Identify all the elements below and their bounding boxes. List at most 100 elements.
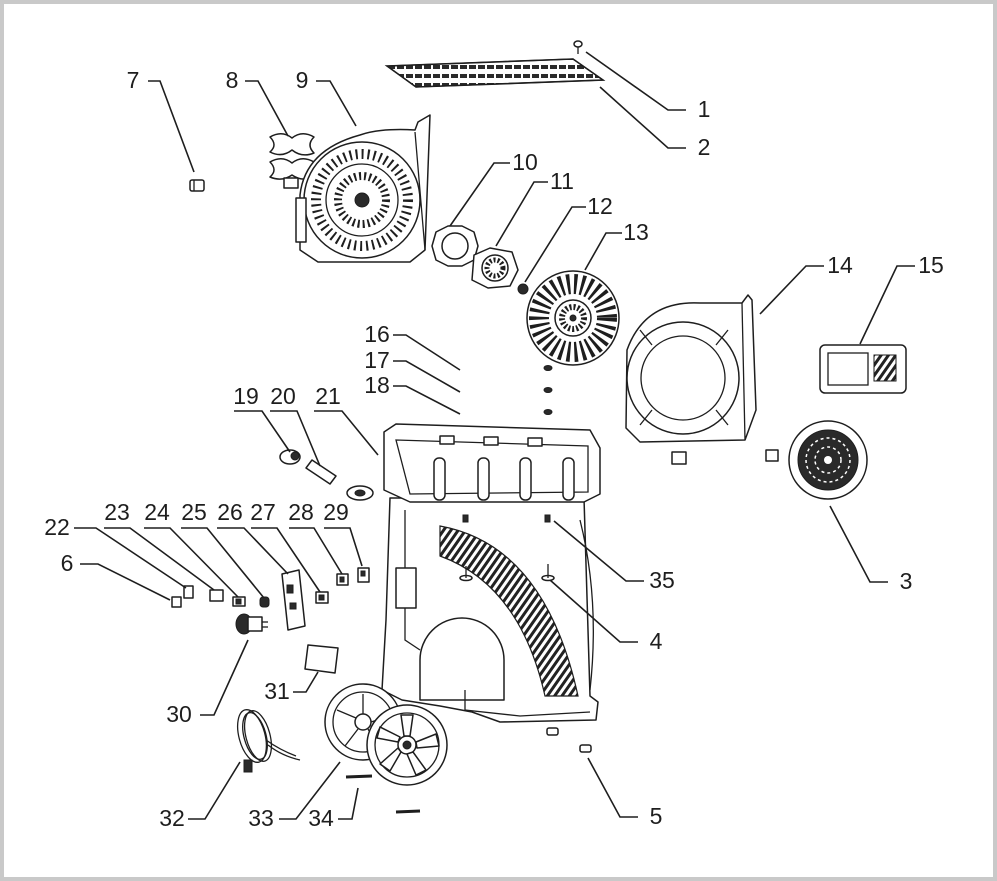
callout-29: 29 [323, 499, 349, 525]
callout-5: 5 [650, 803, 663, 829]
part-12-nut [517, 283, 529, 295]
callout-15: 15 [918, 252, 944, 278]
leader-line-13 [584, 232, 622, 271]
callout-2: 2 [698, 134, 711, 160]
part-7-clip [189, 179, 205, 192]
callout-34: 34 [308, 805, 334, 831]
callout-labels: 1 2 3 4 5 6 7 8 9 10 11 12 13 14 15 16 1… [44, 67, 944, 831]
leader-line-10 [449, 162, 510, 227]
callout-35: 35 [649, 567, 675, 593]
callout-10: 10 [512, 149, 538, 175]
leader-lines [74, 51, 915, 820]
leader-line-21 [314, 410, 379, 456]
grommet [346, 485, 374, 501]
leader-line-3 [829, 505, 888, 583]
part-20-tube [305, 459, 337, 485]
leader-line-7 [148, 80, 195, 173]
leader-line-32 [188, 761, 241, 820]
part-35-pin [462, 514, 551, 523]
callout-26: 26 [217, 499, 243, 525]
callout-31: 31 [264, 678, 290, 704]
callout-4: 4 [650, 628, 663, 654]
callout-17: 17 [364, 347, 390, 373]
leader-line-31 [293, 671, 319, 693]
callout-14: 14 [827, 252, 853, 278]
callout-23: 23 [104, 499, 130, 525]
part-9-blower-housing [295, 114, 431, 263]
leader-line-20 [270, 410, 321, 467]
callout-33: 33 [248, 805, 274, 831]
callout-27: 27 [250, 499, 276, 525]
leader-line-33 [279, 761, 341, 820]
part-27-connector [315, 591, 329, 604]
leader-line-30 [200, 639, 249, 716]
part-11-motor [471, 247, 519, 289]
part-29-connector [357, 567, 370, 583]
callout-19: 19 [233, 383, 259, 409]
leader-line-23 [104, 527, 215, 591]
leader-line-28 [289, 527, 343, 575]
callout-22: 22 [44, 514, 70, 540]
callout-13: 13 [623, 219, 649, 245]
callout-32: 32 [159, 805, 185, 831]
leader-line-17 [393, 360, 461, 393]
leader-line-8 [245, 80, 289, 137]
callout-8: 8 [226, 67, 239, 93]
callout-1: 1 [698, 96, 711, 122]
part-16-17-18-fasteners [543, 365, 553, 415]
callout-11: 11 [550, 168, 574, 194]
part-15-control-board [819, 344, 907, 394]
leader-line-14 [759, 265, 824, 315]
callout-25: 25 [181, 499, 207, 525]
callout-30: 30 [166, 701, 192, 727]
leader-line-1 [585, 51, 686, 111]
part-21-main-body [381, 423, 601, 723]
leader-line-18 [393, 385, 461, 415]
leader-line-22 [74, 527, 187, 589]
part-34-axle [345, 774, 421, 814]
callout-3: 3 [900, 568, 913, 594]
leader-line-25 [181, 527, 265, 599]
part-10-ring [431, 225, 479, 267]
part-25-knob [259, 596, 270, 608]
callout-16: 16 [364, 321, 390, 347]
leader-line-27 [251, 527, 321, 593]
part-5-foot [546, 727, 592, 753]
part-19-cap [279, 449, 301, 465]
part-13-fan-wheel [526, 270, 620, 366]
leader-line-9 [316, 80, 357, 127]
part-14-blower-housing [625, 294, 779, 465]
part-33-wheel [324, 683, 448, 786]
leader-line-16 [393, 334, 461, 371]
leader-line-5 [587, 757, 638, 818]
leader-line-2 [599, 86, 686, 149]
leader-line-4 [549, 579, 638, 643]
callout-28: 28 [288, 499, 314, 525]
part-28-connector [336, 573, 349, 586]
part-4-pin [459, 564, 555, 582]
leader-line-19 [234, 410, 291, 453]
leader-line-11 [495, 181, 548, 247]
part-23-block [209, 589, 224, 602]
leader-line-26 [217, 527, 289, 575]
part-3-round-grille [788, 420, 868, 500]
leader-line-12 [524, 206, 586, 283]
leader-line-24 [144, 527, 239, 598]
callout-20: 20 [270, 383, 296, 409]
leader-line-15 [859, 265, 915, 345]
part-1-screw [573, 40, 583, 54]
callout-21: 21 [315, 383, 341, 409]
part-24-connector [232, 596, 246, 607]
callout-9: 9 [296, 67, 309, 93]
leader-line-29 [324, 527, 363, 567]
parts [171, 40, 907, 814]
part-2-grille [384, 58, 606, 88]
callout-18: 18 [364, 372, 390, 398]
part-32-power-cord [236, 709, 301, 773]
callout-24: 24 [144, 499, 170, 525]
leader-line-6 [80, 563, 171, 601]
part-6-clip [171, 596, 182, 608]
leader-line-34 [338, 787, 359, 820]
